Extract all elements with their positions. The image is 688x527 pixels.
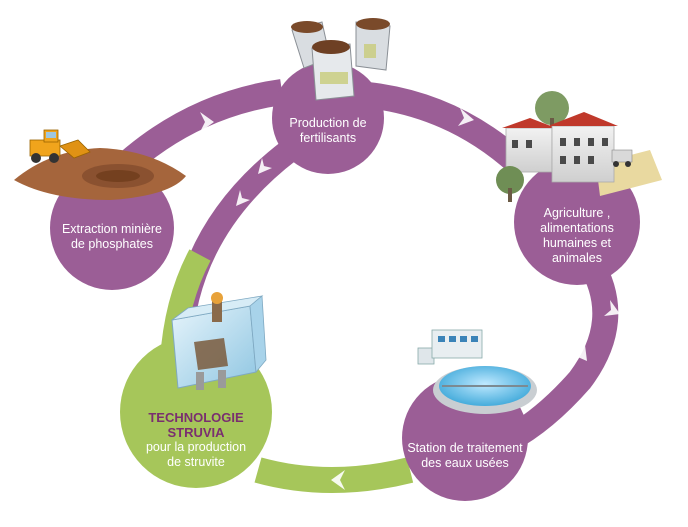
fertilizer-label-line-1: Production de	[289, 116, 367, 130]
wastewater-label-line-2: des eaux usées	[421, 456, 509, 470]
arrow-chevron-icon	[604, 300, 620, 316]
arrow-chevron-icon	[236, 190, 250, 206]
node-circle-fertilizer	[272, 62, 384, 174]
node-label-fertilizer: Production de fertilisants	[278, 116, 378, 146]
ring-arc-fertilizer-to-agriculture	[366, 82, 529, 175]
agriculture-label-line-4: animales	[551, 251, 603, 265]
arrow-chevron-icon	[200, 112, 214, 132]
arrow-chevron-icon	[573, 345, 587, 361]
struvia-label-line-1: pour la production	[145, 440, 247, 454]
struvia-highlight-line-2: STRUVIA	[167, 425, 225, 440]
agriculture-label-line-1: Agriculture ,	[543, 206, 611, 220]
arrow-chevron-icon	[458, 108, 474, 126]
node-label-wastewater: Station de traitement des eaux usées	[403, 441, 527, 471]
reactor-tank-illustration	[171, 292, 267, 390]
fertilizer-bags-illustration	[291, 18, 391, 101]
ring-arrows	[200, 108, 620, 490]
arrow-chevron-icon	[331, 470, 345, 490]
treatment-plant-illustration	[417, 329, 537, 414]
wastewater-label-line-1: Station de traitement	[407, 441, 523, 455]
node-label-struvia: TECHNOLOGIE STRUVIA pour la production d…	[136, 410, 256, 470]
mining-label-line-2: de phosphates	[70, 237, 153, 251]
mining-excavator-illustration	[14, 129, 186, 200]
arrow-chevron-icon	[258, 158, 272, 174]
node-label-agriculture: Agriculture , alimentations humaines et …	[522, 206, 632, 266]
node-label-mining: Extraction minière de phosphates	[52, 222, 172, 252]
agriculture-label-line-3: humaines et	[542, 236, 612, 250]
farm-house-illustration	[496, 91, 662, 202]
agriculture-label-line-2: alimentations	[540, 221, 614, 235]
struvia-highlight-line-1: TECHNOLOGIE	[148, 410, 244, 425]
ring-arc-agriculture-to-wastewater	[501, 255, 619, 452]
struvia-label-line-2: de struvite	[167, 455, 225, 469]
fertilizer-label-line-2: fertilisants	[299, 131, 357, 145]
mining-label-line-1: Extraction minière	[61, 222, 163, 236]
